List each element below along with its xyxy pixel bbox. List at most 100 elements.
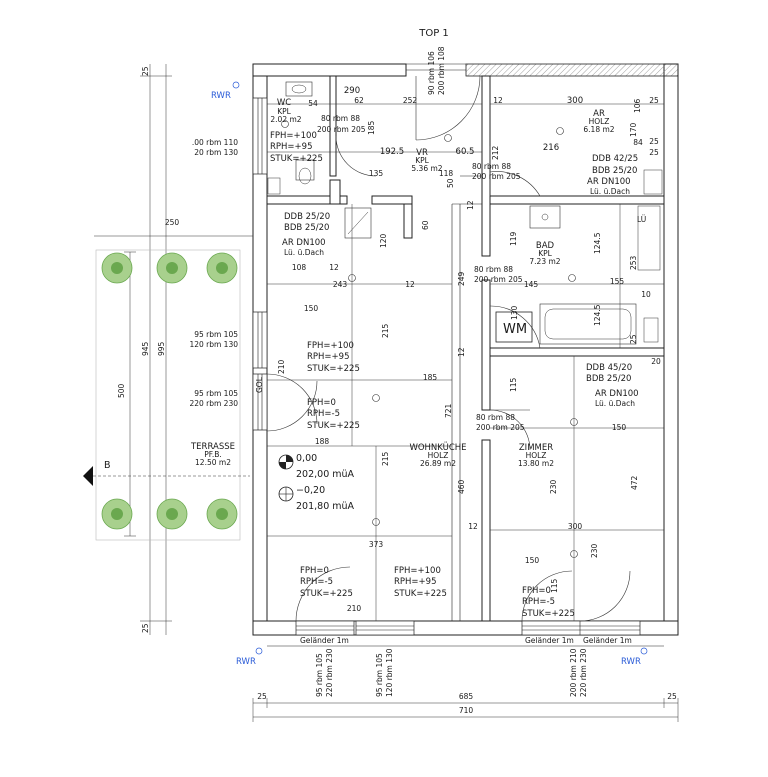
tree-icon [101,498,133,530]
interior-dimension-lines [267,103,664,621]
note: STUK=+225 [270,154,323,164]
rwr-label: RWR [211,91,231,101]
label-text: 253 [629,255,638,270]
level-value: 201,80 müA [296,501,355,512]
note: FPH=0 [307,398,336,408]
section-label: B [104,460,111,471]
room-floor: HOLZ [589,117,610,126]
ceiling-lights [281,120,578,558]
plan-title: TOP 1 [418,28,449,39]
dimension-values: 290 54 62 252 12 300 106 25 212 185 192.… [277,86,661,613]
label-text: 220 rbm 230 [325,648,334,697]
room-name: VR [416,148,428,158]
note: STUK=+225 [300,589,353,599]
label-text: 249 [457,271,466,286]
note: BDB 25/20 [592,166,637,176]
left-windows [252,97,268,431]
door-swings [266,75,631,622]
note: FPH=0 [522,586,551,596]
label-text: 95 rbm 105 [315,653,324,697]
label-text: 80 rbm 88 [474,265,513,274]
room-floor: KPL [538,249,552,258]
outer-dimension-values: 250 945 995 500 25 25 25 685 25 710 [117,66,677,715]
label-text: 124.5 [593,304,602,326]
rwr-icon [640,647,648,655]
label-text: .00 rbm 110 [192,138,238,147]
label-text: 25 [257,692,267,701]
label-text: 60 [421,220,430,230]
label-text: 12 [405,280,415,289]
label-text: 12 [457,347,466,357]
label-text: 25 [667,692,677,701]
note: RPH=-5 [522,597,555,607]
note: Lü. ü.Dach [284,248,324,257]
note: AR DN100 [282,238,326,248]
room-floor: KPL [415,156,429,165]
room-floor: KPL [277,107,291,116]
label-text: 80 rbm 88 [472,162,511,171]
label-text: 243 [333,280,348,289]
label-text: 25 [629,334,638,344]
label-text: 50 [446,178,455,188]
note: Lü. ü.Dach [590,187,630,196]
label-text: 90 rbm 106 [427,51,436,95]
rwr-markers: RWR RWR RWR [211,81,648,667]
level-value: 202,00 müA [296,469,355,480]
label-text: 500 [117,383,126,398]
note: RPH=+95 [307,352,349,362]
label-text: 215 [381,323,390,338]
rwr-label: RWR [236,657,256,667]
opening-labels-vertical: 90 rbm 106 200 rbm 108 95 rbm 105 220 rb… [315,46,588,697]
label-text: 60.5 [456,147,475,157]
label-text: 188 [315,437,330,446]
label-text: 54 [308,99,318,108]
tree-icon [156,252,188,284]
room-area: 2.02 m2 [270,115,301,124]
label-text: 20 rbm 130 [194,148,238,157]
note: RPH=-5 [307,409,340,419]
label-text: 84 [633,138,643,147]
label-text: 210 [347,604,362,613]
label-text: 130 [510,305,519,320]
label-text: 145 [524,280,539,289]
label-text: 12 [468,522,478,531]
label-text: 135 [369,169,384,178]
label-text: 192.5 [380,147,404,157]
label-text: 120 rbm 130 [385,648,394,697]
note: Lü. ü.Dach [595,399,635,408]
label-text: 150 [612,423,627,432]
label-text: 250 [165,218,180,227]
terrace-trees [95,249,241,541]
room-area: 26.89 m2 [420,459,456,468]
room-floor: PF.B. [204,450,222,459]
note: FPH=+100 [307,341,354,351]
label-text: 472 [630,475,639,490]
door-labels: 80 rbm 88 200 rbm 205 80 rbm 88 200 rbm … [317,114,525,432]
note: RPH=+95 [394,577,436,587]
level-value: 0,00 [296,453,317,464]
label-text: 120 [379,233,388,248]
label-text: 945 [141,341,150,356]
note: BDB 25/20 [586,374,631,384]
note: RPH=+95 [270,142,312,152]
note: STUK=+225 [307,421,360,431]
label-text: 95 rbm 105 [194,330,238,339]
section-marker: B [83,460,250,486]
label-text: 12 [329,263,339,272]
label-text: 230 [549,479,558,494]
room-name: WC [277,98,291,108]
room-name: BAD [536,241,555,251]
room-area: 6.18 m2 [583,125,614,134]
note: STUK=+225 [394,589,447,599]
note: RPH=-5 [300,577,333,587]
note: LÜ [637,215,646,224]
section-arrow-icon [83,466,93,486]
label-text: 300 [568,522,583,531]
note: GOL [255,376,264,393]
bottom-dimension-lines [252,698,679,722]
note: DDB 45/20 [586,363,632,373]
level-markers [278,454,294,502]
label-text: 685 [459,692,474,701]
room-name: ZIMMER [519,443,553,453]
label-text: 80 rbm 88 [321,114,360,123]
